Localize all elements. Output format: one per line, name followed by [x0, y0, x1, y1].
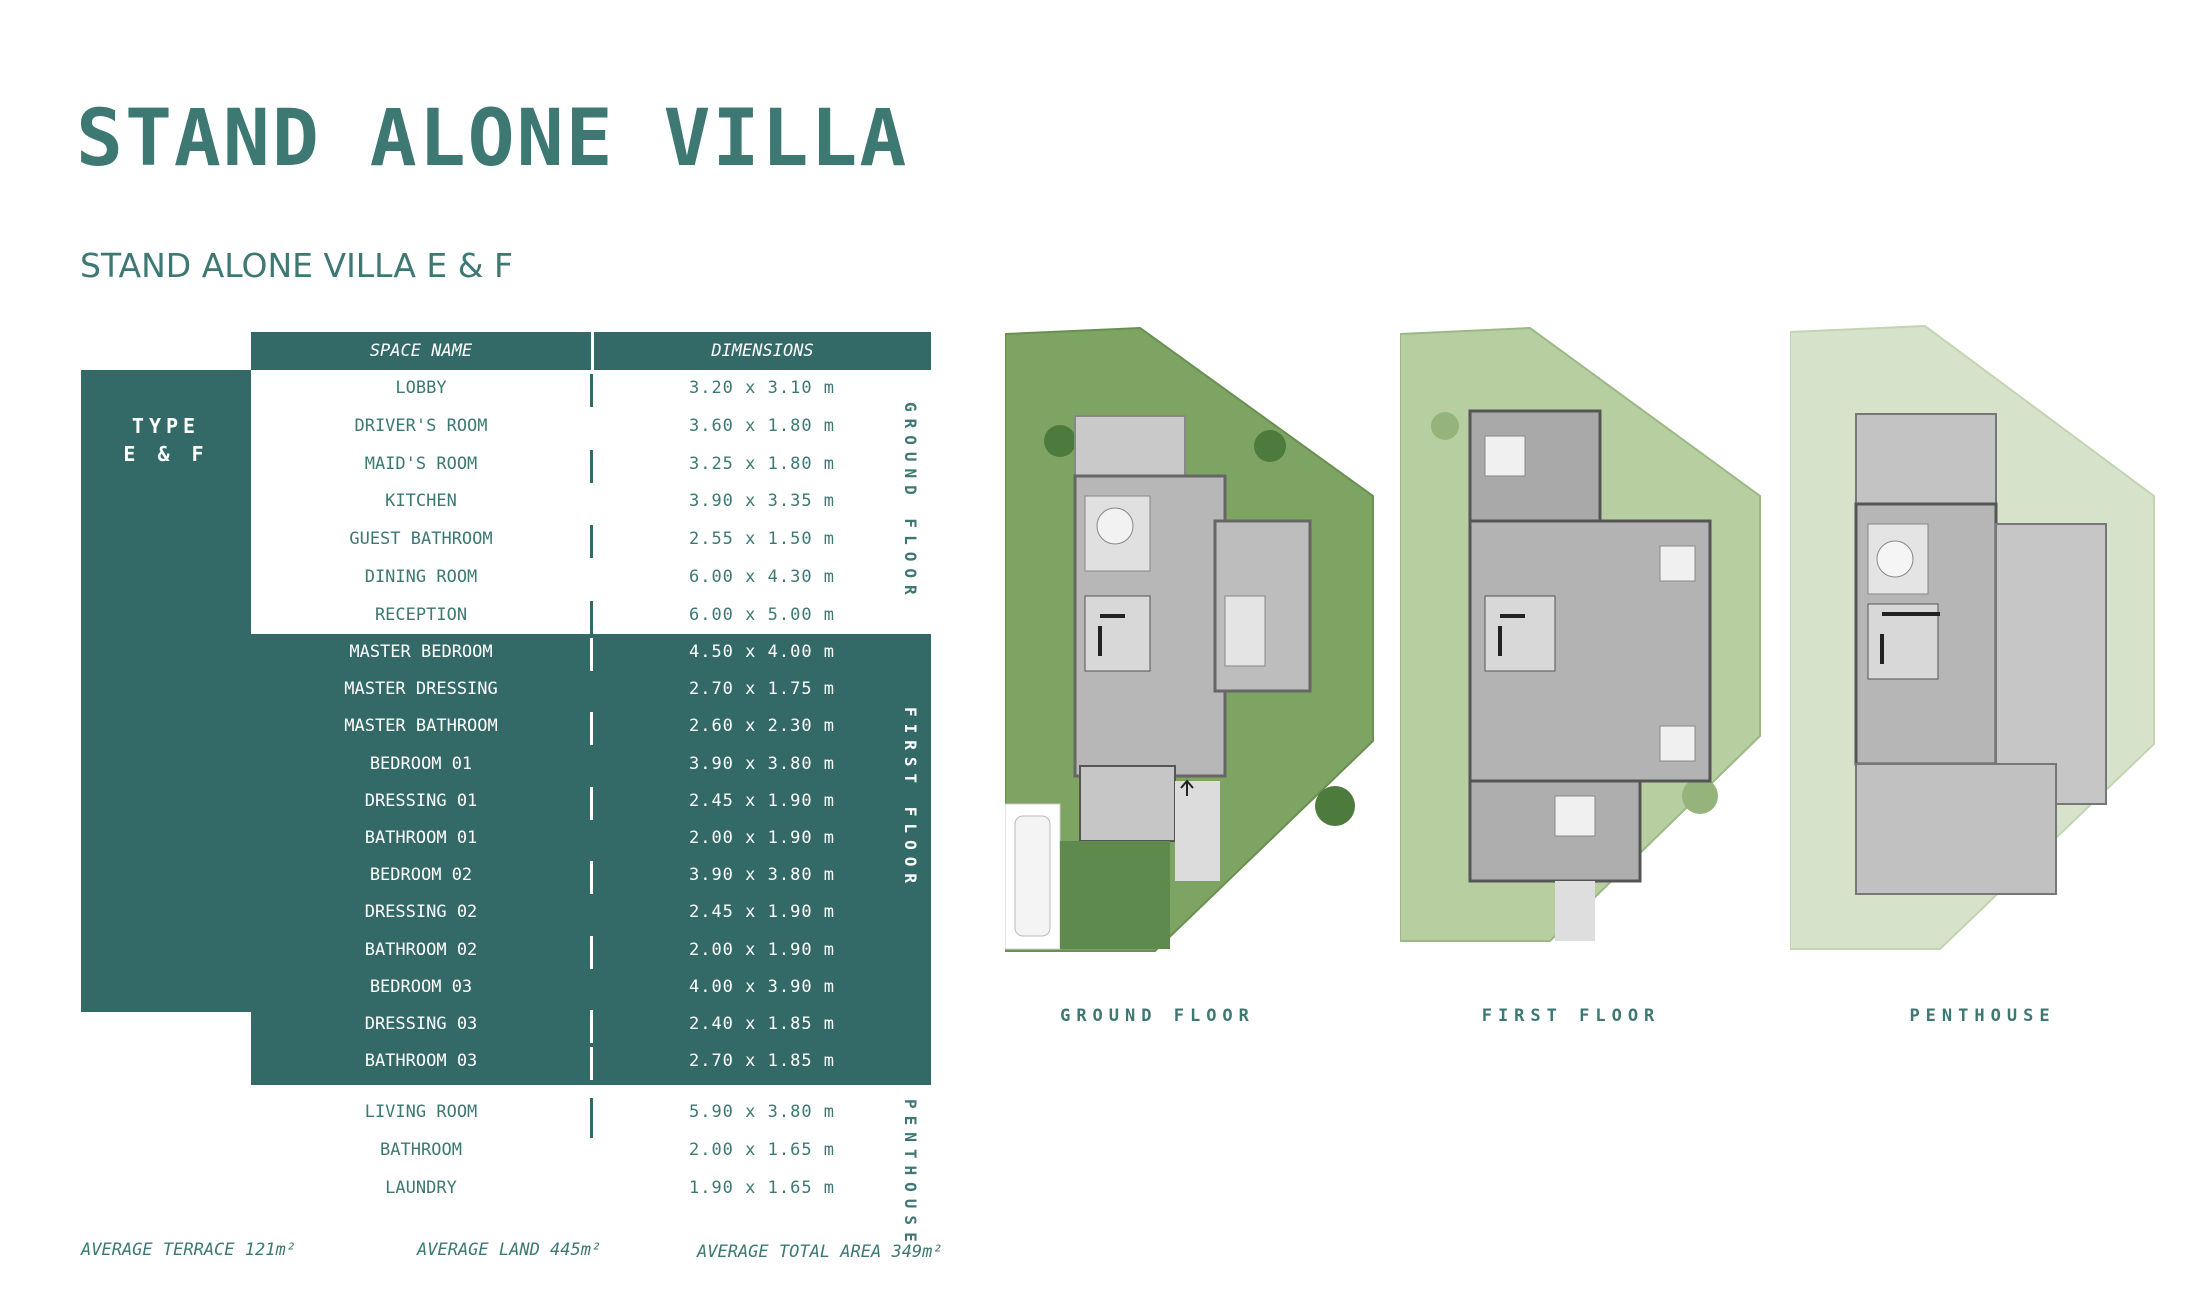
page-title: STAND ALONE VILLA — [76, 94, 909, 184]
header-space-name: SPACE NAME — [251, 332, 591, 370]
footer-terrace: AVERAGE TERRACE 121m² — [81, 1240, 296, 1260]
column-divider — [590, 600, 593, 634]
dimension-cell: 2.55 x 1.50 m — [688, 529, 836, 550]
space-name-cell: DRESSING 03 — [364, 1014, 478, 1034]
table-row: BATHROOM 2.00 x 1.65 m — [251, 1132, 931, 1169]
dimension-cell: 2.45 x 1.90 m — [688, 902, 836, 923]
space-name-cell: MAID'S ROOM — [364, 453, 478, 474]
table-row: BATHROOM 03 2.70 x 1.85 m — [251, 1043, 931, 1081]
caption-ground-floor: GROUND FLOOR — [1060, 1006, 1255, 1026]
ground-floor-plan — [1005, 326, 1374, 952]
section-label-first: FIRST FLOOR — [901, 707, 920, 890]
table-row: LOBBY 3.20 x 3.10 m — [251, 370, 931, 407]
column-divider — [590, 1010, 593, 1043]
header-dimensions: DIMENSIONS — [594, 332, 931, 370]
space-name-cell: RECEPTION — [374, 604, 468, 625]
dimension-cell: 2.70 x 1.85 m — [688, 1051, 836, 1072]
footer-total-area: AVERAGE TOTAL AREA 349m² — [697, 1242, 943, 1262]
caption-first-floor: FIRST FLOOR — [1481, 1006, 1661, 1026]
first-floor-plan — [1400, 326, 1761, 942]
column-divider — [590, 374, 593, 407]
dimension-cell: 2.00 x 1.90 m — [688, 828, 836, 848]
dimension-cell: 6.00 x 5.00 m — [688, 604, 836, 625]
column-divider — [590, 525, 593, 559]
table-row: MASTER BEDROOM 4.50 x 4.00 m — [251, 634, 931, 671]
space-name-cell: MASTER BATHROOM — [344, 716, 498, 737]
column-divider — [590, 712, 593, 746]
dimension-cell: 4.50 x 4.00 m — [688, 642, 836, 662]
dimension-cell: 3.90 x 3.35 m — [688, 491, 836, 512]
space-name-cell: BEDROOM 01 — [369, 753, 473, 774]
caption-penthouse: PENTHOUSE — [1909, 1006, 2056, 1026]
space-name-cell: BEDROOM 02 — [369, 865, 473, 886]
table-row: DRESSING 03 2.40 x 1.85 m — [251, 1006, 931, 1043]
space-name-cell: BATHROOM 02 — [364, 939, 478, 960]
type-label-line2: E & F — [123, 442, 209, 466]
table-row: MAID'S ROOM 3.25 x 1.80 m — [251, 446, 931, 483]
table-row: LIVING ROOM 5.90 x 3.80 m — [251, 1094, 931, 1138]
table-row: BEDROOM 02 3.90 x 3.80 m — [251, 857, 931, 895]
space-name-cell: DRESSING 02 — [364, 902, 478, 923]
table-row: DRESSING 02 2.45 x 1.90 m — [251, 894, 931, 931]
dimension-cell: 3.60 x 1.80 m — [688, 415, 836, 436]
section-label-penthouse: PENTHOUSE — [901, 1099, 920, 1249]
space-name-cell: DRESSING 01 — [364, 790, 478, 811]
table-row: BEDROOM 03 4.00 x 3.90 m — [251, 969, 931, 1006]
column-divider — [590, 1047, 593, 1081]
dimension-cell: 3.25 x 1.80 m — [688, 453, 836, 474]
dimension-cell: 5.90 x 3.80 m — [688, 1102, 836, 1122]
space-name-cell: KITCHEN — [385, 491, 457, 512]
dimension-cell: 3.20 x 3.10 m — [688, 378, 836, 398]
table-row: DRESSING 01 2.45 x 1.90 m — [251, 783, 931, 820]
space-name-cell: LIVING ROOM — [364, 1102, 478, 1122]
space-name-cell: MASTER BEDROOM — [349, 642, 493, 662]
section-label-ground: GROUND FLOOR — [901, 402, 920, 602]
footer-land: AVERAGE LAND 445m² — [417, 1240, 602, 1260]
first-floor-block — [251, 634, 931, 1085]
dimension-cell: 3.90 x 3.80 m — [688, 865, 836, 886]
space-name-cell: GUEST BATHROOM — [349, 529, 493, 550]
table-row: MASTER BATHROOM 2.60 x 2.30 m — [251, 708, 931, 746]
column-divider — [590, 935, 593, 969]
dimension-cell: 3.90 x 3.80 m — [688, 753, 836, 774]
column-divider — [590, 638, 593, 671]
dimension-cell: 2.70 x 1.75 m — [688, 679, 836, 700]
space-name-cell: BEDROOM 03 — [369, 976, 473, 997]
penthouse-plan — [1790, 324, 2155, 950]
table-row: DINING ROOM 6.00 x 4.30 m — [251, 559, 931, 596]
dimension-cell: 4.00 x 3.90 m — [688, 976, 836, 997]
space-name-cell: BATHROOM 01 — [364, 828, 478, 848]
table-row: MASTER DRESSING 2.70 x 1.75 m — [251, 671, 931, 708]
table-row: RECEPTION 6.00 x 5.00 m — [251, 597, 931, 634]
type-block — [81, 370, 251, 1012]
dimension-cell: 6.00 x 4.30 m — [688, 567, 836, 587]
type-label: TYPE E & F — [81, 412, 251, 468]
dimension-cell: 2.40 x 1.85 m — [688, 1014, 836, 1034]
column-divider — [590, 861, 593, 895]
table-row: BEDROOM 01 3.90 x 3.80 m — [251, 746, 931, 783]
table-row: GUEST BATHROOM 2.55 x 1.50 m — [251, 521, 931, 559]
dimension-cell: 2.00 x 1.90 m — [688, 939, 836, 960]
table-row: KITCHEN 3.90 x 3.35 m — [251, 483, 931, 520]
page-subtitle: STAND ALONE VILLA E & F — [80, 246, 513, 285]
space-name-cell: LOBBY — [395, 378, 447, 398]
space-name-cell: MASTER DRESSING — [344, 679, 498, 700]
dimension-cell: 2.45 x 1.90 m — [688, 790, 836, 811]
type-label-line1: TYPE — [131, 414, 201, 438]
table-row: BATHROOM 02 2.00 x 1.90 m — [251, 932, 931, 969]
table-row: BATHROOM 01 2.00 x 1.90 m — [251, 820, 931, 857]
dimension-cell: 2.60 x 2.30 m — [688, 716, 836, 737]
column-divider — [590, 786, 593, 820]
space-name-cell: DRIVER'S ROOM — [354, 415, 488, 436]
space-name-cell: DINING ROOM — [364, 567, 478, 587]
space-name-cell: BATHROOM — [380, 1139, 462, 1160]
space-name-cell: BATHROOM 03 — [364, 1051, 478, 1072]
space-name-cell: LAUNDRY — [385, 1177, 457, 1198]
table-row: LAUNDRY 1.90 x 1.65 m — [251, 1170, 931, 1207]
column-divider — [590, 1098, 593, 1138]
table-row: DRIVER'S ROOM 3.60 x 1.80 m — [251, 408, 931, 445]
dimension-cell: 1.90 x 1.65 m — [688, 1177, 836, 1198]
dimension-cell: 2.00 x 1.65 m — [688, 1139, 836, 1160]
column-divider — [590, 449, 593, 483]
